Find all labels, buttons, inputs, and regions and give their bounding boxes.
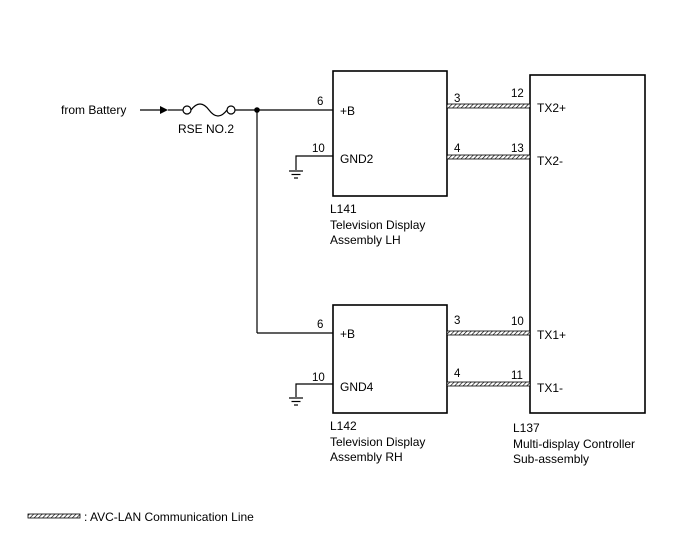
lh-pin-tx-neg: 4 [454,143,461,155]
avc-lan-line-tx2-neg [446,154,531,160]
controller-name-line1: Multi-display Controller [513,437,635,451]
fuse-icon [182,103,236,117]
lh-name-line2: Assembly LH [330,233,401,247]
rh-name-line1: Television Display [330,435,425,449]
rh-pin-gnd: 10 [312,372,325,384]
rh-terminal-gnd: GND4 [340,380,374,394]
legend-swatch [27,513,81,519]
battery-source-label: from Battery [61,103,126,117]
lh-pin-tx-pos: 3 [454,93,460,105]
battery-arrow [140,106,168,114]
wire-rh-ground [295,383,333,397]
lh-terminal-b: +B [340,104,355,118]
controller-code: L137 [513,421,540,435]
tv-display-assembly-rh [332,304,448,414]
lh-terminal-gnd: GND2 [340,152,374,166]
rh-code: L142 [330,419,357,433]
controller-pin-tx1-neg: 11 [511,370,523,382]
tv-display-assembly-lh [332,70,448,197]
controller-pin-tx1-pos: 10 [511,316,524,328]
lh-code: L141 [330,202,357,216]
fuse-label: RSE NO.2 [178,122,234,136]
multi-display-controller [529,74,646,414]
legend-label: : AVC-LAN Communication Line [84,510,254,524]
avc-lan-line-tx1-neg [446,381,531,387]
controller-tx2-neg-label: TX2- [537,154,563,168]
controller-pin-tx2-neg: 13 [511,143,524,155]
avc-lan-line-tx1-pos [446,330,531,336]
rh-pin-tx-neg: 4 [454,368,461,380]
lh-pin-gnd: 10 [312,143,325,155]
ground-icon [289,397,303,406]
lh-name-line1: Television Display [330,218,425,232]
lh-pin-b: 6 [317,96,323,108]
controller-tx2-pos-label: TX2+ [537,101,566,115]
controller-pin-tx2-pos: 12 [511,88,524,100]
rh-terminal-b: +B [340,327,355,341]
avc-lan-line-tx2-pos [446,103,531,109]
controller-name-line2: Sub-assembly [513,452,589,466]
rh-name-line2: Assembly RH [330,450,403,464]
ground-icon [289,170,303,179]
rh-pin-b: 6 [317,319,323,331]
controller-tx1-pos-label: TX1+ [537,328,566,342]
rh-pin-tx-pos: 3 [454,315,460,327]
controller-tx1-neg-label: TX1- [537,381,563,395]
wire-lh-ground [295,155,333,170]
